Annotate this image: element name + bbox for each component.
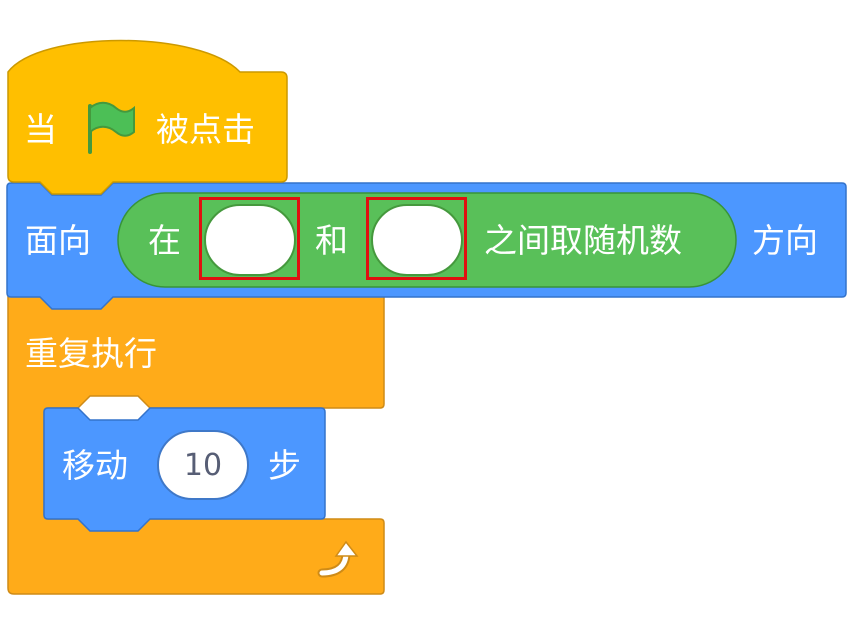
move-steps-input[interactable]: 10	[157, 430, 249, 500]
loop-arrow-icon	[317, 540, 359, 578]
random-word-tail: 之间取随机数	[484, 221, 682, 260]
move-prefix-label: 移动	[62, 446, 128, 485]
green-flag-icon	[88, 101, 135, 154]
random-word-in: 在	[148, 221, 181, 260]
forever-label: 重复执行	[25, 334, 157, 373]
random-to-input[interactable]	[371, 204, 463, 276]
point-prefix-label: 面向	[25, 221, 91, 260]
event-suffix-label: 被点击	[156, 110, 255, 149]
point-suffix-label: 方向	[752, 221, 818, 260]
random-word-and: 和	[315, 221, 348, 260]
event-prefix-label: 当	[24, 110, 57, 149]
move-suffix-label: 步	[268, 446, 301, 485]
random-from-input[interactable]	[204, 204, 296, 276]
move-steps-value: 10	[183, 447, 223, 483]
when-flag-clicked-block[interactable]	[7, 39, 288, 195]
